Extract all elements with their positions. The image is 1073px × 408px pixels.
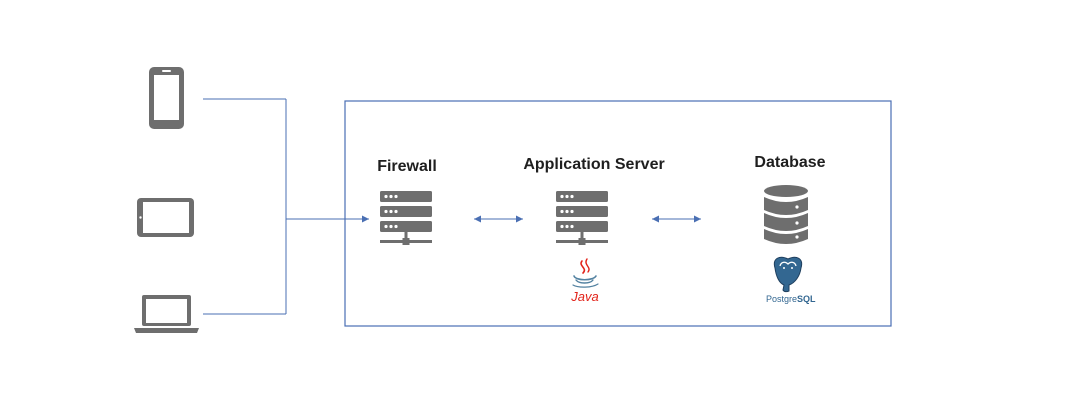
- app-server-label: Application Server: [523, 156, 664, 173]
- firewall-label: Firewall: [377, 158, 437, 175]
- database-label: Database: [754, 154, 825, 171]
- laptop-icon: [134, 295, 199, 333]
- app-server-icon: [556, 191, 608, 245]
- java-icon: [572, 258, 599, 288]
- tablet-icon: [137, 198, 194, 237]
- client-connector: [203, 98, 369, 315]
- system-boundary: [344, 100, 892, 327]
- smartphone-icon: [149, 67, 184, 129]
- java-logo-text: Java: [570, 289, 598, 304]
- postgresql-icon: [773, 256, 803, 293]
- database-icon: [764, 185, 808, 244]
- firewall-server-icon: [380, 191, 432, 245]
- postgresql-logo-text: PostgreSQL: [766, 294, 816, 304]
